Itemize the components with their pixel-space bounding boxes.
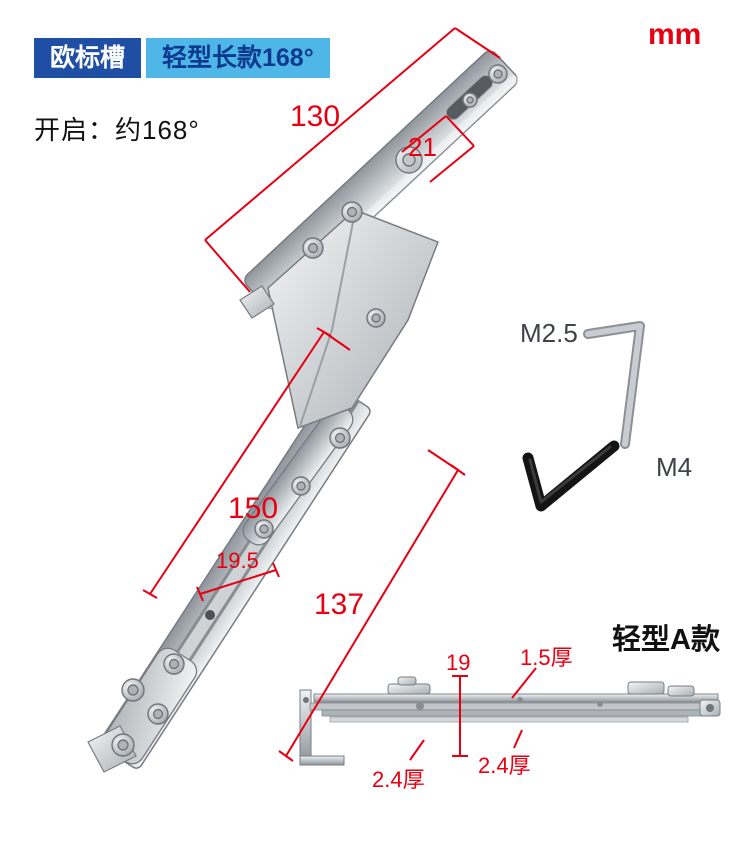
badge-model-light-long: 轻型长款168°: [146, 38, 330, 78]
dim-150-label: 150: [228, 492, 279, 525]
elbow-bracket: [239, 209, 439, 430]
dim-137-label: 137: [314, 588, 365, 621]
variant-a-label: 轻型A款: [612, 624, 720, 656]
allen-key-m4: [522, 440, 620, 512]
dim-19-5-label: 19.5: [216, 548, 259, 573]
wrench-m25-label: M2.5: [520, 318, 578, 348]
unit-mm-label: mm: [648, 18, 702, 51]
side-dim-19-label: 19: [446, 650, 471, 675]
dimension-lines: [142, 27, 537, 762]
allen-key-m25: [583, 321, 645, 449]
side-thickness-1-5-label: 1.5厚: [520, 645, 573, 670]
dim-21-label: 21: [408, 132, 437, 162]
dim-130-label: 130: [290, 100, 341, 133]
badge-euro-groove: 欧标槽: [34, 38, 142, 78]
wrench-m4-label: M4: [656, 452, 693, 482]
opening-angle-text: 开启：约168°: [34, 115, 200, 145]
side-view: [299, 676, 721, 766]
side-thickness-2-4-right-label: 2.4厚: [478, 753, 531, 778]
side-thickness-2-4-left-label: 2.4厚: [372, 767, 425, 792]
